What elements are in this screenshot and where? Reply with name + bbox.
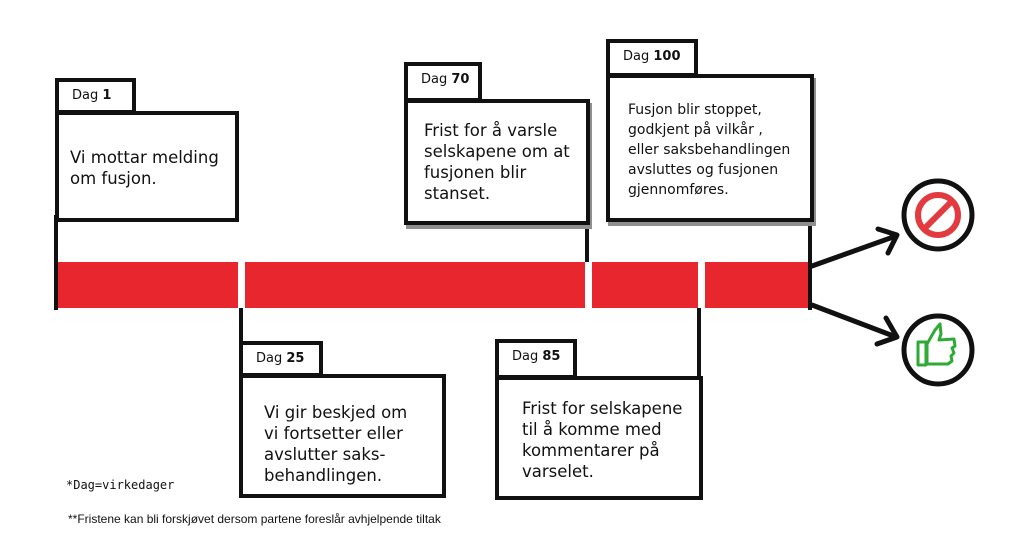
milestone-tag-prefix: Dag: [512, 349, 539, 364]
milestone-tag-dag-85: Dag 85: [495, 339, 577, 379]
milestone-box-dag-85: [495, 376, 703, 500]
milestone-box-dag-100: [606, 74, 814, 222]
arrow-to-prohibited: [809, 226, 900, 269]
milestone-text-dag-100: Fusjon blir stoppet, godkjent på vilkår …: [628, 102, 791, 198]
footnote-deadlines: **Fristene kan bli forskjøvet dersom par…: [68, 512, 441, 526]
milestone-box-dag-1: [55, 111, 239, 222]
milestone-box-dag-25: [239, 374, 446, 498]
milestone-tag-dag-1: Dag 1: [55, 78, 136, 114]
timeline-segment-4: [705, 262, 810, 308]
milestone-day-number: 85: [542, 349, 561, 364]
milestone-tag-prefix: Dag: [256, 351, 283, 366]
thumbs-up-icon: [901, 313, 975, 387]
milestone-tag-dag-25: Dag 25: [239, 341, 323, 377]
milestone-tag-dag-100: Dag 100: [606, 39, 698, 77]
milestone-day-number: 25: [286, 351, 305, 366]
milestone-box-dag-70: [404, 99, 590, 225]
milestone-tag-prefix: Dag: [623, 49, 650, 64]
footnote-days: *Dag=virkedager: [66, 478, 175, 492]
milestone-day-number: 100: [653, 49, 681, 64]
milestone-tag-prefix: Dag: [421, 72, 448, 87]
arrow-to-approved: [809, 302, 900, 347]
milestone-text-dag-1: Vi mottar melding om fusjon.: [70, 148, 219, 188]
milestone-tag-dag-70: Dag 70: [404, 62, 482, 102]
milestone-text-dag-70: Frist for å varsle selskapene om at fusj…: [424, 121, 570, 203]
timeline-bar: [58, 262, 810, 308]
milestone-text-dag-25: Vi gir beskjed om vi fortsetter eller av…: [264, 403, 408, 485]
timeline-segment-3: [592, 262, 698, 308]
milestone-text-dag-85: Frist for selskapene til å komme med kom…: [522, 399, 683, 481]
milestone-tag-prefix: Dag: [72, 88, 99, 103]
timeline-segment-1: [58, 262, 238, 308]
milestone-day-number: 1: [102, 88, 112, 103]
milestone-day-number: 70: [451, 72, 470, 87]
prohibited-icon: [901, 178, 975, 252]
timeline-segment-2: [245, 262, 585, 308]
